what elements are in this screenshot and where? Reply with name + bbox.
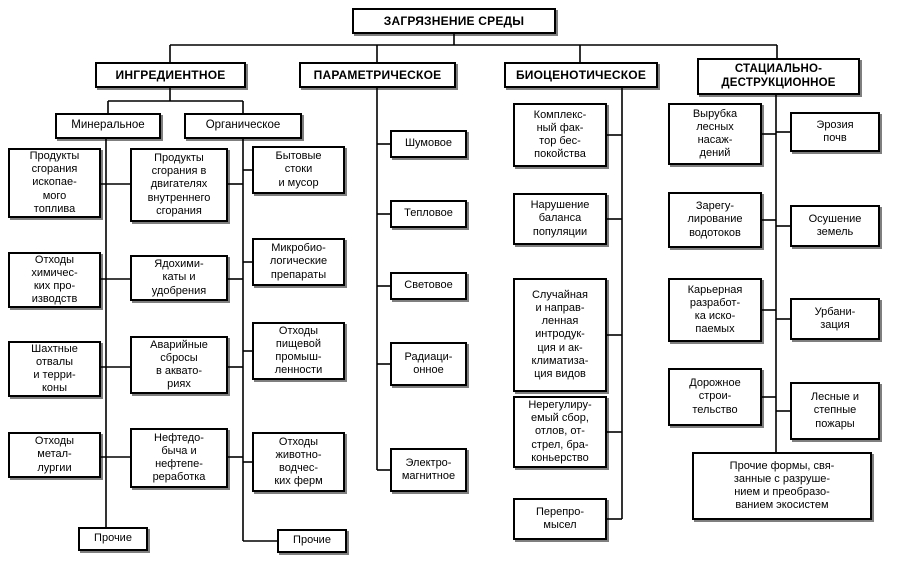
node-stational-urbanization: Урбани- зация	[790, 298, 880, 340]
node-stational-soil-erosion: Эрозия почв	[790, 112, 880, 152]
node-parametric-noise: Шумовое	[390, 130, 467, 158]
node-shared-pesticides-fertilizers: Ядохими- каты и удобрения	[130, 255, 228, 301]
subgroup-mineral: Минеральное	[55, 113, 161, 139]
branch-stational-destructive: СТАЦИАЛЬНО- ДЕСТРУКЦИОННОЕ	[697, 58, 860, 95]
node-stational-open-pit-mining: Карьерная разработ- ка иско- паемых	[668, 278, 762, 342]
node-mineral-metallurgy-waste: Отходы метал- лургии	[8, 432, 101, 478]
node-organic-other: Прочие	[277, 529, 347, 553]
subgroup-organic: Органическое	[184, 113, 302, 139]
root-node: ЗАГРЯЗНЕНИЕ СРЕДЫ	[352, 8, 556, 34]
node-biocenotic-poaching: Нерегулиру- емый сбор, отлов, от- стрел,…	[513, 396, 607, 468]
node-biocenotic-overharvesting: Перепро- мысел	[513, 498, 607, 540]
node-biocenotic-species-introduction: Случайная и направ- ленная интродук- ция…	[513, 278, 607, 392]
node-parametric-thermal: Тепловое	[390, 200, 467, 228]
node-stational-road-construction: Дорожное строи- тельство	[668, 368, 762, 426]
branch-biocenotic: БИОЦЕНОТИЧЕСКОЕ	[504, 62, 658, 88]
node-mineral-fossil-fuel-combustion: Продукты сгорания ископае- мого топлива	[8, 148, 101, 218]
node-stational-deforestation: Вырубка лесных насаж- дений	[668, 103, 762, 165]
node-mineral-other: Прочие	[78, 527, 148, 551]
node-shared-emergency-discharges: Аварийные сбросы в аквато- риях	[130, 336, 228, 394]
node-organic-food-industry-waste: Отходы пищевой промыш- ленности	[252, 322, 345, 380]
node-mineral-mine-dumps: Шахтные отвалы и терри- коны	[8, 341, 101, 397]
branch-ingredient: ИНГРЕДИЕНТНОЕ	[95, 62, 246, 88]
node-shared-ice-combustion: Продукты сгорания в двигателях внутренне…	[130, 148, 228, 222]
branch-parametric: ПАРАМЕТРИЧЕСКОЕ	[299, 62, 456, 88]
node-parametric-radiation: Радиаци- онное	[390, 342, 467, 386]
node-biocenotic-population-balance: Нарушение баланса популяции	[513, 193, 607, 245]
node-shared-oil-extraction-refining: Нефтедо- быча и нефтепе- реработка	[130, 428, 228, 488]
node-parametric-electromagnetic: Электро- магнитное	[390, 448, 467, 492]
node-biocenotic-disturbance-factor: Комплекс- ный фак- тор бес- покойства	[513, 103, 607, 167]
node-stational-other-forms: Прочие формы, свя- занные с разруше- ние…	[692, 452, 872, 520]
node-organic-microbiological: Микробио- логические препараты	[252, 238, 345, 286]
node-stational-land-drainage: Осушение земель	[790, 205, 880, 247]
node-parametric-light: Световое	[390, 272, 467, 300]
node-stational-watercourse-regulation: Зарегу- лирование водотоков	[668, 192, 762, 248]
node-organic-household-waste: Бытовые стоки и мусор	[252, 146, 345, 194]
node-organic-livestock-farm-waste: Отходы животно- водчес- ких ферм	[252, 432, 345, 492]
node-stational-fires: Лесные и степные пожары	[790, 382, 880, 440]
node-mineral-chemical-waste: Отходы химичес- ких про- изводств	[8, 252, 101, 308]
